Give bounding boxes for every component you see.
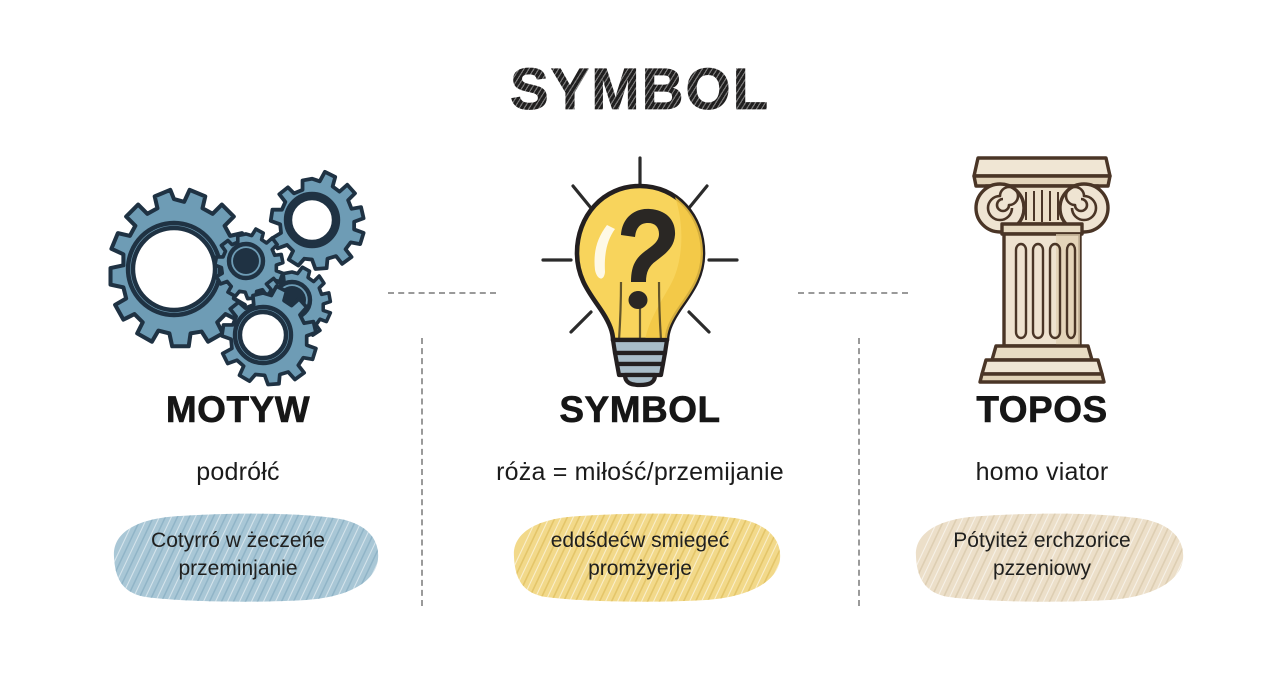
page-title-text: SYMBOL	[507, 57, 773, 122]
divider-dash-vertical-left	[421, 338, 423, 606]
lightbulb-question-icon	[541, 156, 739, 388]
column-icon-slot	[862, 150, 1222, 385]
gears-icon-slot	[58, 150, 418, 387]
ionic-column-icon	[972, 156, 1112, 384]
heading-symbol-text: SYMBOL	[559, 389, 721, 430]
heading-symbol: SYMBOL	[545, 389, 735, 434]
subtitle-symbol: róża = miłość/przemijanie	[496, 457, 784, 486]
connector-dash-horizontal-left	[388, 292, 496, 294]
heading-motyw: MOTYW	[151, 389, 325, 434]
page-title: SYMBOL	[0, 56, 1280, 123]
column-topos: TOPOS homo viator Pótyiteż erchzorice pz…	[862, 150, 1222, 602]
connector-dash-horizontal-right	[798, 292, 908, 294]
bulb-base-icon	[610, 337, 670, 388]
note-motyw: Cotyrró w żeczeńe przeminjanie	[88, 509, 388, 602]
divider-dash-vertical-right	[858, 338, 860, 606]
lightbulb-icon-slot	[460, 150, 820, 388]
heading-topos-text: TOPOS	[976, 389, 1108, 430]
question-mark-icon	[621, 208, 676, 309]
heading-topos: TOPOS	[962, 389, 1123, 434]
gears-icon	[108, 169, 366, 387]
scribble-blob-yellow	[513, 513, 781, 602]
note-motyw-text: Cotyrró w żeczeńe przeminjanie	[151, 529, 325, 580]
note-topos: Pótyiteż erchzorice pzzeniowy	[892, 509, 1192, 602]
column-motyw: MOTYW podrółć Cotyrró w żeczeńe przeminj…	[58, 150, 418, 602]
note-symbol-text: eddśdećw smiegeć promżyerje	[550, 529, 730, 580]
note-symbol: eddśdećw smiegeć promżyerje	[490, 509, 790, 602]
bulb-gloss	[594, 225, 615, 279]
heading-motyw-text: MOTYW	[165, 389, 311, 430]
light-rays-icon	[541, 156, 739, 334]
scribble-blob-blue	[113, 513, 379, 602]
scribble-blob-tan	[915, 513, 1184, 602]
column-symbol: SYMBOL róża = miłość/przemijanie eddśdeć…	[460, 150, 820, 602]
subtitle-motyw: podrółć	[196, 457, 280, 486]
note-topos-text: Pótyiteż erchzorice pzzeniowy	[953, 529, 1131, 580]
subtitle-topos: homo viator	[975, 457, 1109, 486]
